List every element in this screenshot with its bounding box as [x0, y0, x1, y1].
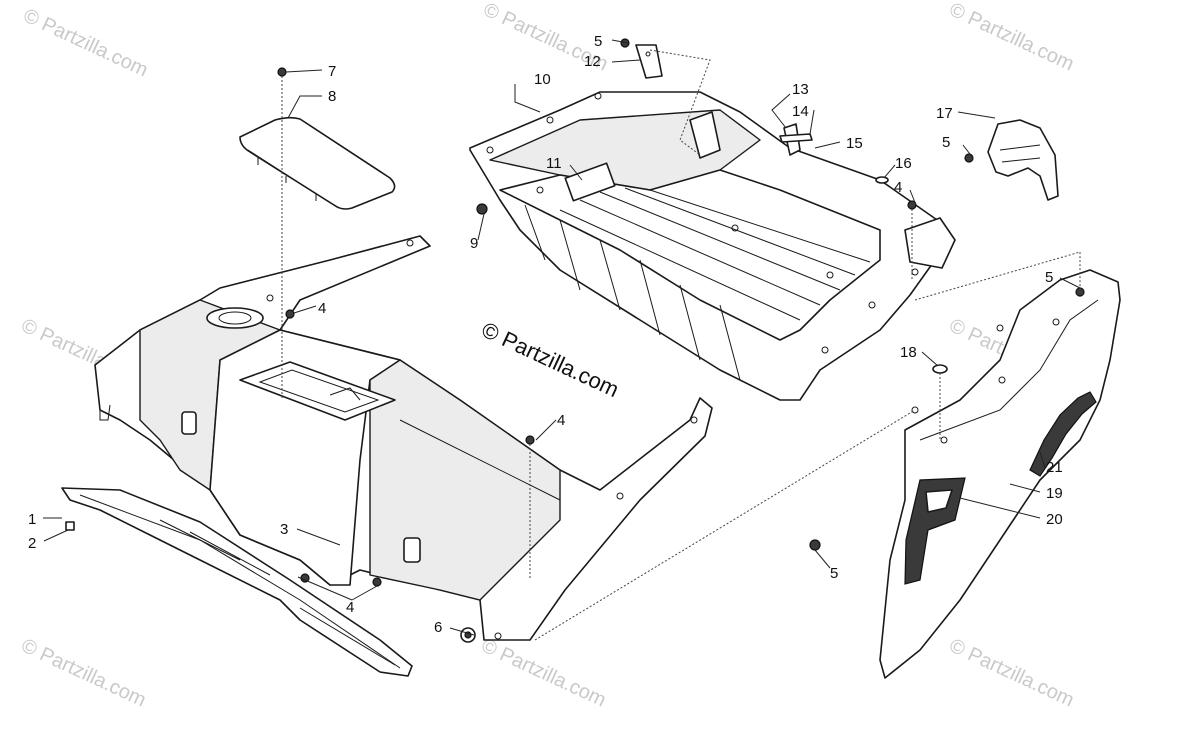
callout-19: 19 — [1046, 485, 1063, 502]
assembly-lines — [281, 49, 1081, 641]
callout-5: 5 — [942, 134, 950, 151]
part-20-decal — [904, 477, 966, 585]
callout-2: 2 — [28, 535, 36, 552]
callout-6: 6 — [434, 619, 442, 636]
callout-8: 8 — [328, 88, 336, 105]
part-12-bracket — [635, 44, 663, 79]
part-16-washer — [875, 176, 889, 184]
callout-13: 13 — [792, 81, 809, 98]
callout-21: 21 — [1046, 459, 1063, 476]
part-17-rear-bracket — [987, 119, 1059, 201]
callout-1: 1 — [28, 511, 36, 528]
part-14-bolt — [779, 133, 813, 143]
callout-4: 4 — [557, 412, 565, 429]
callout-7: 7 — [328, 63, 336, 80]
part-10-cargo-box — [469, 91, 956, 401]
callouts: 1 2 3 4 4 4 4 4 5 5 5 5 6 7 8 9 10 11 12… — [28, 33, 1063, 636]
partzilla-credit: © Partzilla.com — [478, 317, 623, 402]
part-21-lettering-decal — [1029, 391, 1097, 477]
part-3-rear-console — [94, 235, 713, 641]
callout-14: 14 — [792, 103, 809, 120]
part-18-plug — [932, 364, 948, 374]
watermark: © Partzilla.com — [946, 0, 1077, 75]
callout-12: 12 — [584, 53, 601, 70]
callout-15: 15 — [846, 135, 863, 152]
callout-5: 5 — [594, 33, 602, 50]
part-1-grille-panel — [61, 487, 413, 677]
part-7-bolt — [277, 67, 287, 77]
callout-17: 17 — [936, 105, 953, 122]
callout-18: 18 — [900, 344, 917, 361]
leader-lines — [43, 39, 1081, 636]
part-9-nut — [476, 203, 488, 215]
callout-20: 20 — [1046, 511, 1063, 528]
callout-16: 16 — [895, 155, 912, 172]
watermark: © Partzilla.com — [18, 635, 149, 712]
callout-4: 4 — [318, 300, 326, 317]
callout-4: 4 — [894, 179, 902, 196]
callout-10: 10 — [534, 71, 551, 88]
part-19-side-panel — [879, 269, 1121, 679]
callout-9: 9 — [470, 235, 478, 252]
watermark: © Partzilla.com — [946, 635, 1077, 712]
watermark: © Partzilla.com — [478, 635, 609, 712]
callout-4: 4 — [346, 599, 354, 616]
callout-11: 11 — [546, 155, 562, 172]
callout-5: 5 — [1045, 269, 1053, 286]
callout-3: 3 — [280, 521, 288, 538]
part-8-cover — [239, 116, 396, 210]
watermark: © Partzilla.com — [20, 5, 151, 82]
callout-5: 5 — [830, 565, 838, 582]
